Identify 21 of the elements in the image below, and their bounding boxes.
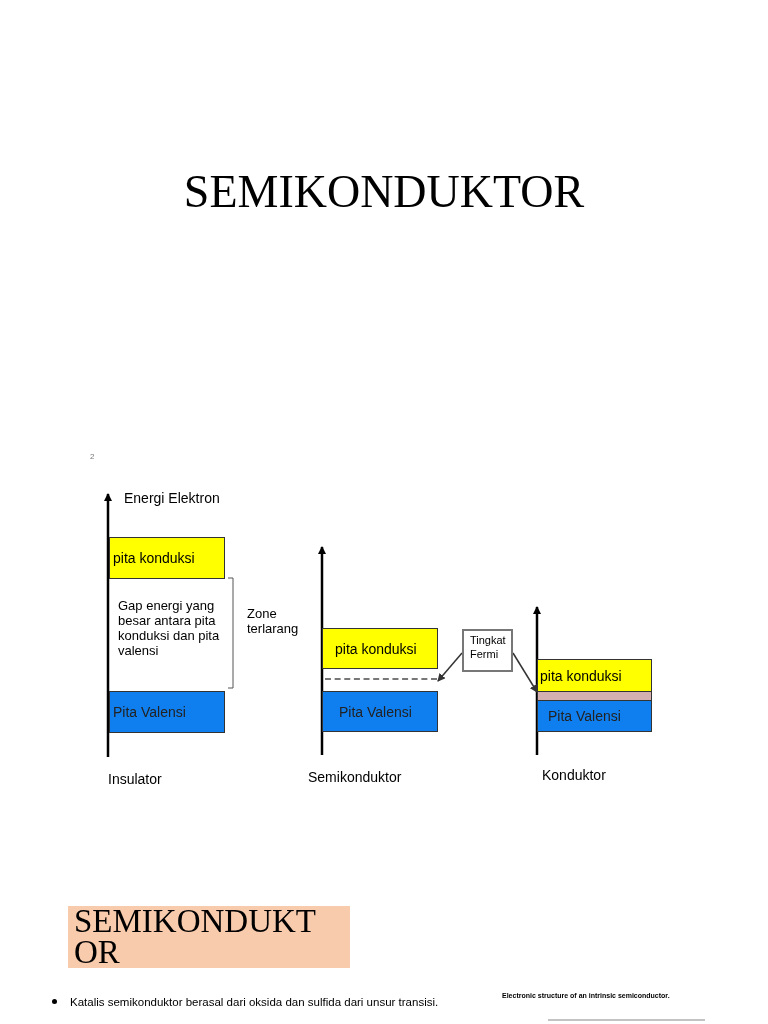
gap-description: Gap energi yang besar antara pita konduksi dan pita valensi bbox=[118, 598, 221, 658]
callout-box: Tingkat Fermi bbox=[462, 629, 513, 672]
bullet-text: Katalis semikonduktor berasal dari oksida dan sulfida dari unsur transisi. bbox=[70, 996, 439, 1008]
conduction-band: pita konduksi bbox=[537, 659, 652, 692]
axis-label: Energi Elektron bbox=[124, 490, 220, 506]
material-label: Konduktor bbox=[542, 767, 606, 783]
fermi-level-line bbox=[325, 678, 437, 681]
page-number: 2 bbox=[90, 452, 95, 461]
material-label: Semikonduktor bbox=[308, 769, 402, 785]
conduction-band: pita konduksi bbox=[109, 537, 225, 579]
valence-band: Pita Valensi bbox=[109, 691, 225, 733]
zone-label: Zone terlarang bbox=[247, 606, 300, 636]
title: SEMIKONDUKTOR bbox=[182, 165, 586, 218]
valence-band: Pita Valensi bbox=[322, 691, 438, 732]
material-label: Insulator bbox=[108, 771, 162, 787]
conduction-band: pita konduksi bbox=[322, 628, 438, 669]
valence-band: Pita Valensi bbox=[537, 700, 652, 732]
leader-arrow bbox=[437, 652, 463, 682]
leader-arrow bbox=[512, 652, 538, 693]
overlap-band bbox=[537, 691, 652, 701]
heading-banner: SEMIKONDUKTOR bbox=[68, 906, 350, 968]
